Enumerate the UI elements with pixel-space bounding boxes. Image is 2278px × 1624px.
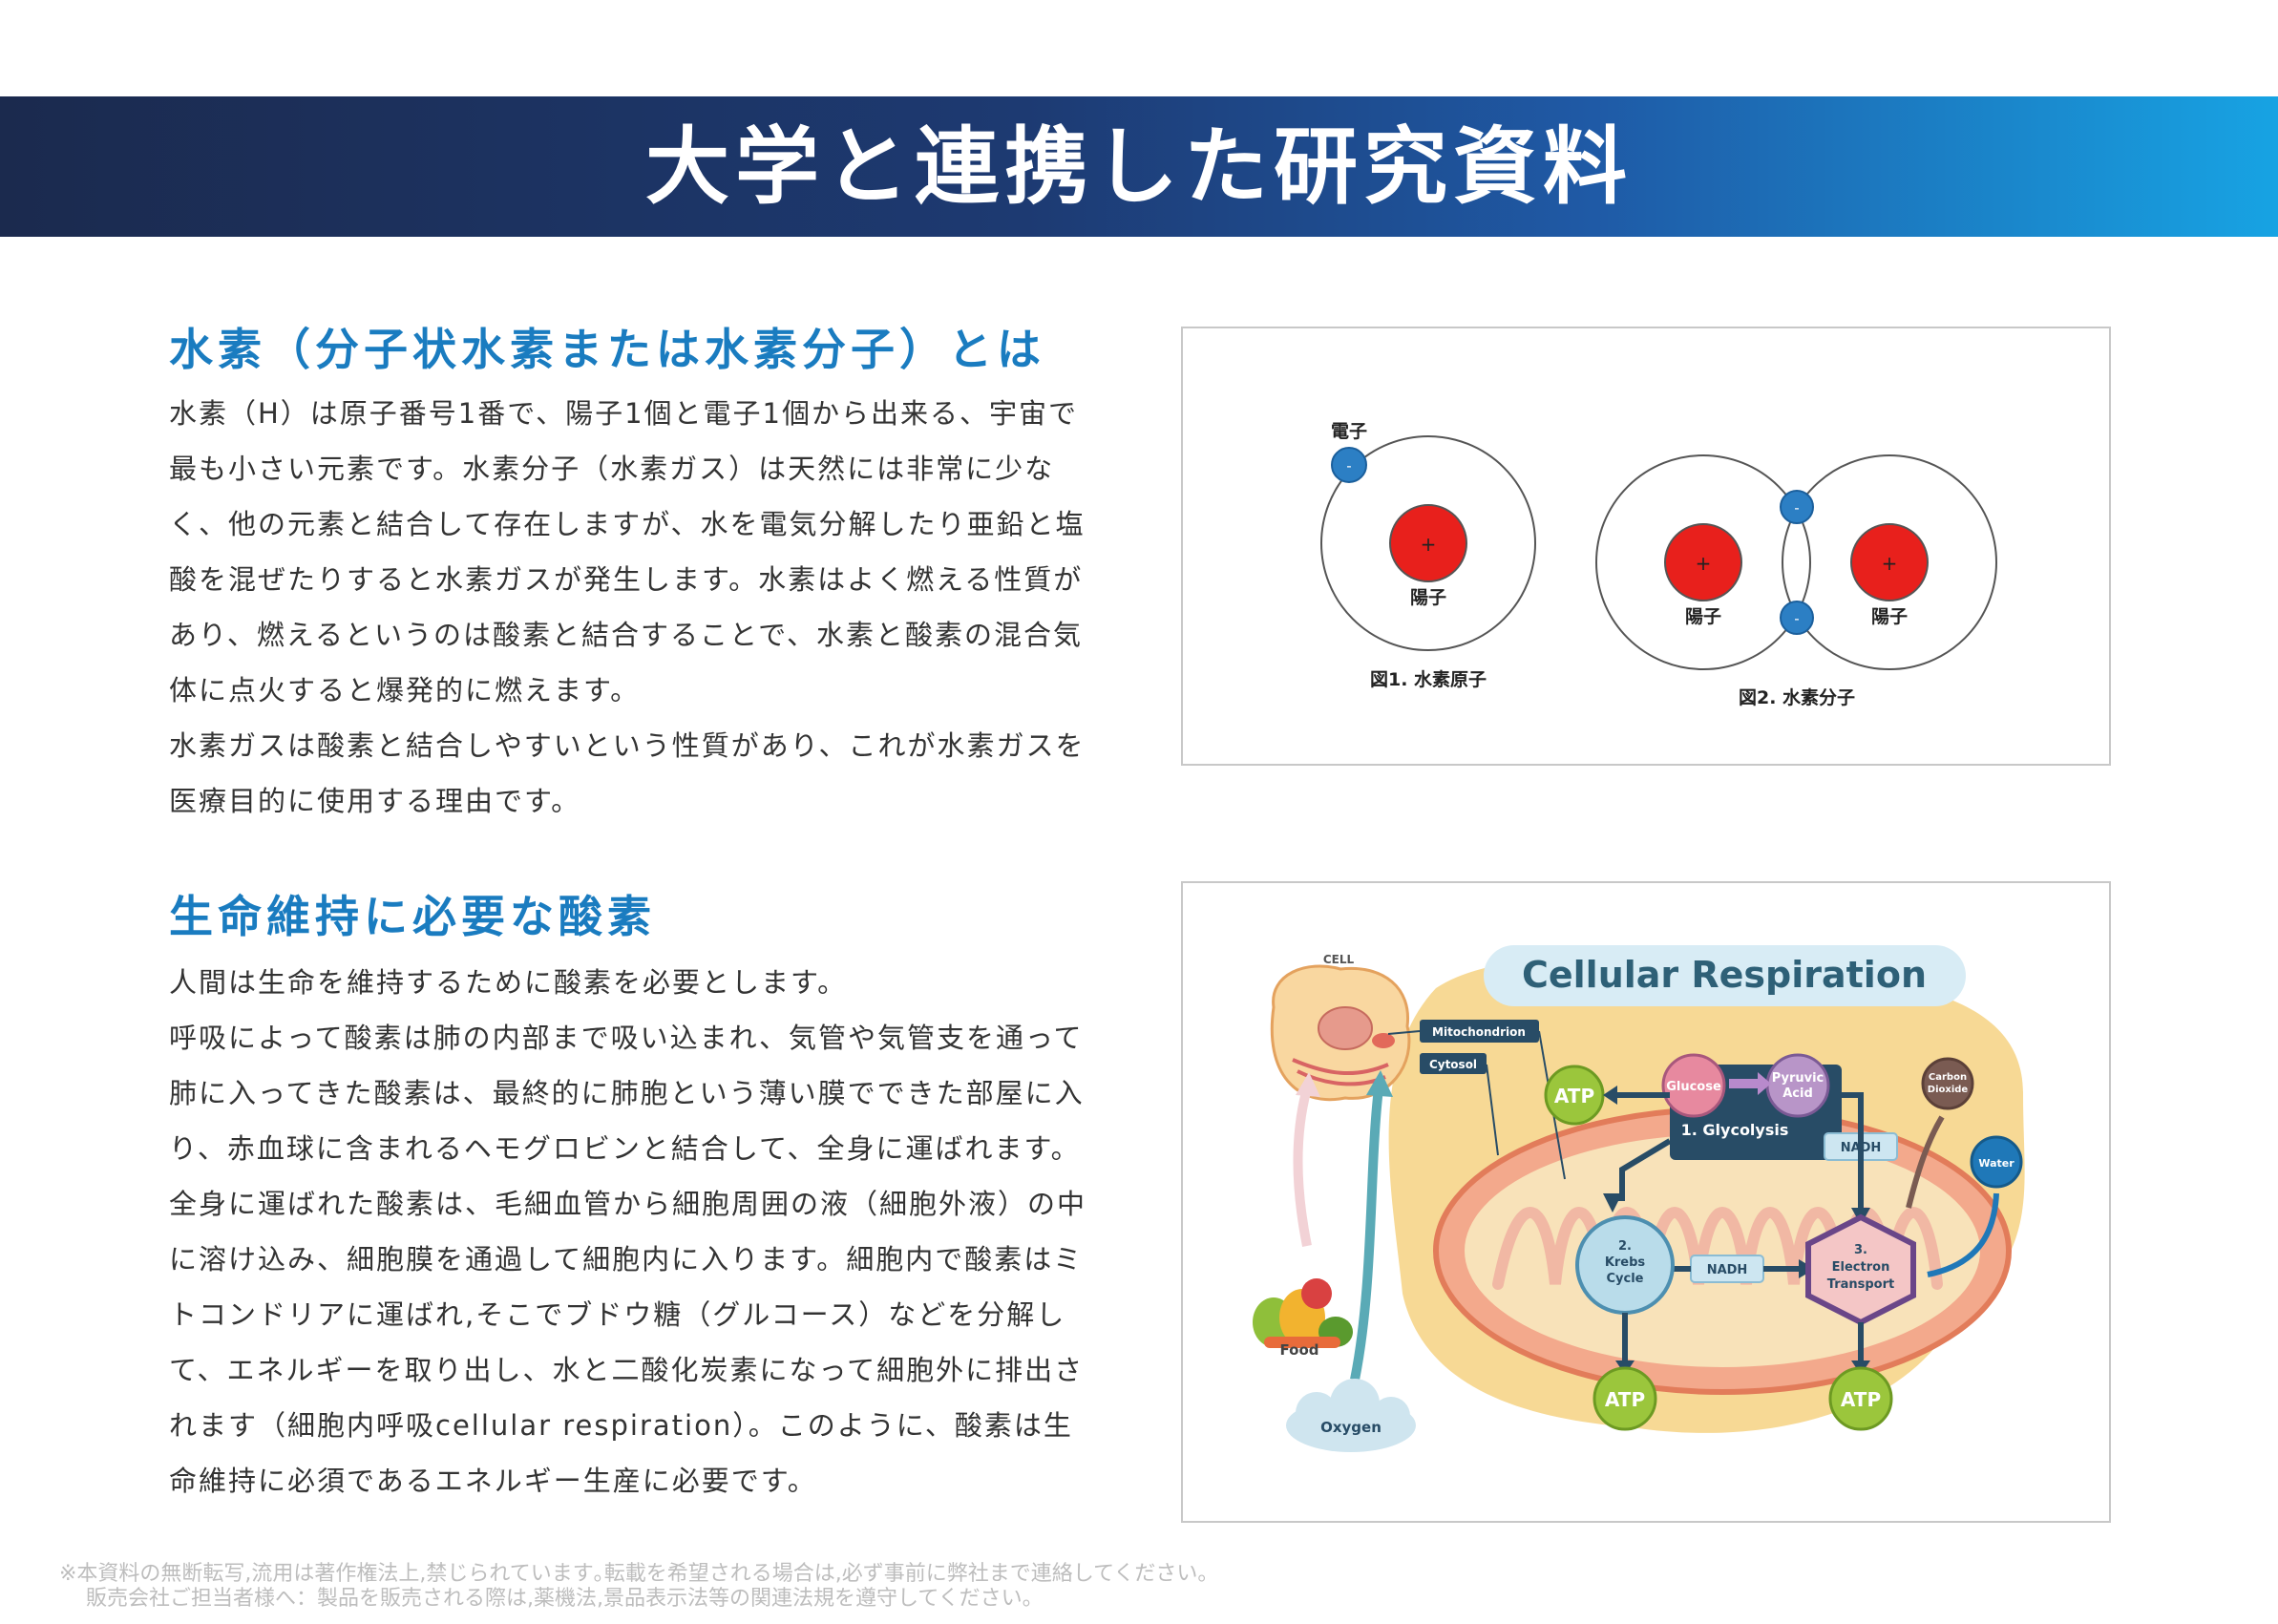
electron: [1780, 601, 1814, 635]
proton-label: 陽子: [1685, 606, 1721, 627]
oxygen-label: Oxygen: [1320, 1419, 1382, 1436]
oxygen-text: 人間は生命を維持するために酸素を必要とします。 呼吸によって酸素は肺の内部まで吸…: [169, 955, 1095, 1508]
carbon-dioxide-circle: [1921, 1057, 1974, 1110]
proton: [1664, 523, 1742, 601]
electron: [1331, 447, 1367, 483]
electron-number: 3.: [1854, 1243, 1867, 1257]
glucose-label: Glucose: [1666, 1080, 1721, 1094]
water-label: Water: [1978, 1157, 2014, 1170]
pyruvic-acid-circle: [1765, 1053, 1830, 1118]
cellular-respiration-panel: Cellular Respiration CELL Mitochondrion …: [1181, 881, 2111, 1523]
transport-label: Transport: [1827, 1277, 1894, 1292]
atp-circle: [1592, 1366, 1657, 1431]
oxygen-paragraph-1: 人間は生命を維持するために酸素を必要とします。: [169, 966, 848, 999]
food-icon: [1253, 1278, 1353, 1348]
minus-sign: -: [1794, 610, 1799, 627]
plus-sign: +: [1882, 552, 1898, 575]
plus-sign: +: [1696, 552, 1712, 575]
cycle-label: Cycle: [1607, 1272, 1644, 1286]
diagram-title: Cellular Respiration: [1522, 954, 1927, 996]
proton-label: 陽子: [1410, 587, 1446, 608]
cellular-respiration-diagram: Cellular Respiration CELL Mitochondrion …: [1253, 945, 2025, 1452]
krebs-label: Krebs: [1605, 1255, 1646, 1270]
glucose-circle: [1661, 1053, 1726, 1118]
minus-sign: -: [1346, 457, 1351, 475]
atp-label: ATP: [1841, 1388, 1881, 1411]
caption-atom: 図1. 水素原子: [1370, 668, 1487, 690]
footer-line-1: ※本資料の無断転写,流用は著作権法上,禁じられています｡転載を希望される場合は,…: [59, 1562, 1219, 1586]
krebs-number: 2.: [1618, 1239, 1632, 1254]
proton: [1389, 504, 1467, 582]
glycolysis-label: 1. Glycolysis: [1681, 1121, 1789, 1139]
carbon-label: Carbon: [1929, 1072, 1967, 1083]
hydrogen-paragraph-2: 水素ガスは酸素と結合しやすいという性質があり、これが水素ガスを医療目的に使用する…: [169, 729, 1086, 817]
cytosol-label: Cytosol: [1429, 1058, 1477, 1071]
hydrogen-text: 水素（H）は原子番号1番で、陽子1個と電子1個から出来る、宇宙で最も小さい元素で…: [169, 386, 1095, 829]
electron-label: 電子: [1331, 421, 1367, 442]
water-circle: [1970, 1135, 2023, 1189]
hydrogen-diagram: + 陽子 - 電子 図1. 水素原子 + + 陽子 陽子 - - 図2. 水素分…: [1320, 421, 1997, 708]
cell-label: CELL: [1323, 953, 1355, 966]
arrow-icon: [1729, 1072, 1771, 1095]
hydrogen-atom: + 陽子 - 電子 図1. 水素原子: [1320, 421, 1536, 690]
title-pill: [1484, 945, 1966, 1006]
atp-label: ATP: [1605, 1388, 1645, 1411]
header-banner: 大学と連携した研究資料: [0, 96, 2278, 237]
food-label: Food: [1280, 1341, 1319, 1359]
nadh-label: NADH: [1707, 1263, 1748, 1277]
cytosol-tag: [1420, 1053, 1487, 1074]
electron: [1780, 490, 1814, 524]
atp-circle: [1828, 1366, 1893, 1431]
electron-label: Electron: [1832, 1260, 1890, 1275]
oxygen-cloud: [1286, 1379, 1416, 1452]
acid-label: Acid: [1782, 1086, 1813, 1101]
hydrogen-figure-panel: + 陽子 - 電子 図1. 水素原子 + + 陽子 陽子 - - 図2. 水素分…: [1181, 327, 2111, 766]
footer-disclaimer: ※本資料の無断転写,流用は著作権法上,禁じられています｡転載を希望される場合は,…: [59, 1562, 1218, 1612]
mitochondrion-tag: [1420, 1020, 1539, 1043]
footer-line-2: 販売会社ご担当者様へ：製品を販売される際は,薬機法,景品表示法等の関連法規を遵守…: [86, 1587, 1044, 1611]
dioxide-label: Dioxide: [1928, 1085, 1969, 1095]
proton-label: 陽子: [1871, 606, 1908, 627]
section-title-hydrogen: 水素（分子状水素または水素分子）とは: [169, 324, 1045, 375]
minus-sign: -: [1794, 499, 1799, 517]
page-title: 大学と連携した研究資料: [644, 116, 1633, 216]
section-title-oxygen: 生命維持に必要な酸素: [169, 891, 656, 942]
hydrogen-paragraph-1: 水素（H）は原子番号1番で、陽子1個と電子1個から出来る、宇宙で最も小さい元素で…: [169, 397, 1086, 707]
pyruvic-label: Pyruvic: [1772, 1071, 1825, 1086]
proton: [1850, 523, 1929, 601]
plus-sign: +: [1421, 533, 1437, 556]
hydrogen-molecule: + + 陽子 陽子 - - 図2. 水素分子: [1595, 454, 1997, 708]
atp-label: ATP: [1554, 1085, 1594, 1107]
mitochondrion-label: Mitochondrion: [1432, 1025, 1526, 1039]
caption-molecule: 図2. 水素分子: [1739, 686, 1855, 708]
oxygen-paragraph-2: 呼吸によって酸素は肺の内部まで吸い込まれ、気管や気管支を通って肺に入ってきた酸素…: [169, 1022, 1087, 1497]
